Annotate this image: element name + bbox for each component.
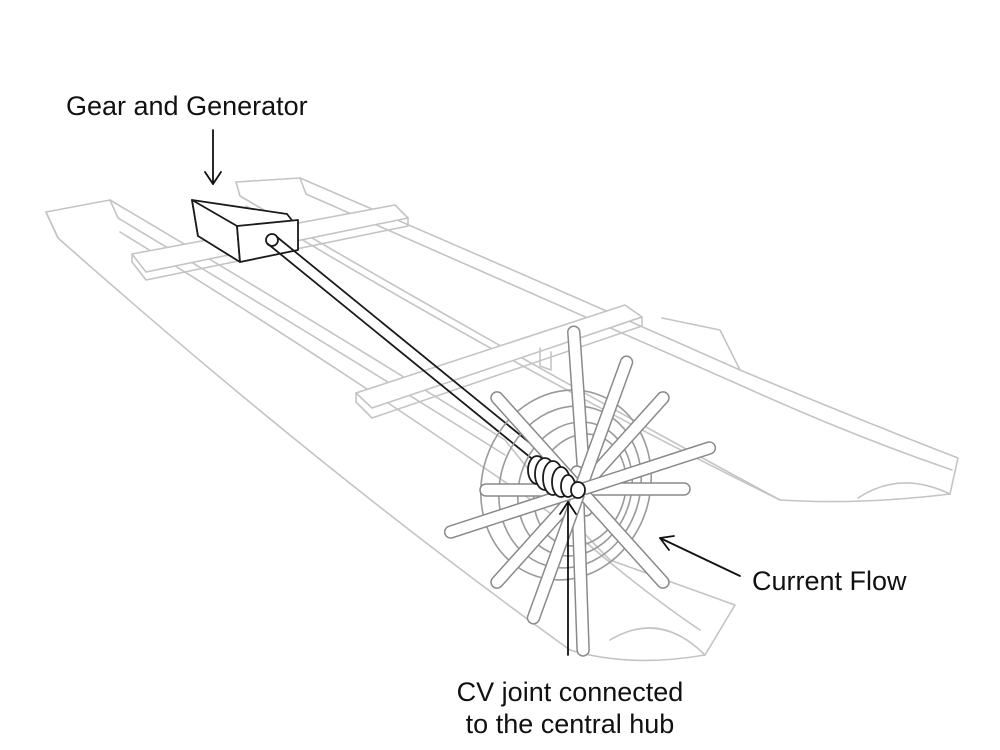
current-flow-label: Current Flow — [752, 566, 907, 596]
gear-generator-label: Gear and Generator — [66, 91, 308, 121]
generator-box — [191, 199, 299, 263]
paddle-wheel — [443, 325, 717, 657]
arrow-current-flow — [659, 535, 741, 577]
cv-joint-label-line-1: CV joint connected — [456, 677, 684, 707]
cv-joint — [527, 455, 586, 499]
arrow-gear-generator — [204, 129, 222, 185]
arrow-cv-joint — [559, 501, 577, 656]
drive-shaft — [267, 236, 547, 463]
cv-joint-label: CV joint connected to the central hub — [420, 676, 720, 741]
cv-joint-label-line-2: to the central hub — [465, 709, 675, 740]
